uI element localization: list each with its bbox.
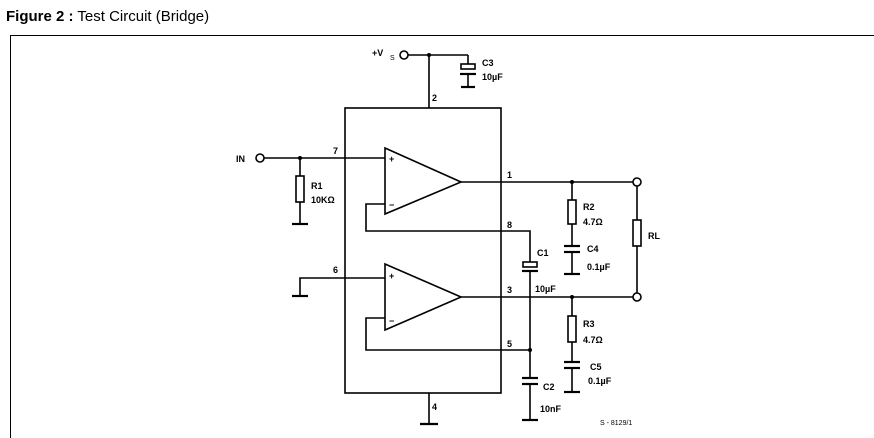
resistor-r3-symbol bbox=[567, 297, 577, 362]
c3-name: C3 bbox=[482, 58, 494, 68]
drawing-code: S - 8129/1 bbox=[600, 420, 632, 427]
c1-value: 10µF bbox=[535, 284, 556, 294]
input-terminal bbox=[255, 153, 265, 163]
supply-terminal bbox=[399, 50, 409, 60]
pin-3-label: 3 bbox=[507, 285, 512, 295]
capacitor-c2-symbol bbox=[522, 295, 538, 422]
capacitor-c4-symbol bbox=[564, 244, 580, 276]
r2-name: R2 bbox=[583, 202, 595, 212]
c2-name: C2 bbox=[543, 382, 555, 392]
resistor-r1-symbol bbox=[292, 158, 308, 226]
pin-6-ground-wire bbox=[292, 277, 385, 297]
capacitor-c1-symbol bbox=[522, 261, 538, 295]
opamp-2-feedback-wire bbox=[365, 317, 530, 351]
pin-1-label: 1 bbox=[507, 170, 512, 180]
rl-name: RL bbox=[648, 231, 660, 241]
opamp-2-plus: + bbox=[389, 271, 394, 281]
capacitor-c5-symbol bbox=[564, 360, 580, 394]
pin-2-label: 2 bbox=[432, 93, 437, 103]
c3-value: 10µF bbox=[482, 72, 503, 82]
opamp-2-triangle bbox=[384, 262, 464, 332]
figure-number: Figure 2 : bbox=[6, 8, 74, 25]
r3-value: 4.7Ω bbox=[583, 335, 603, 345]
figure-caption: Figure 2 : Test Circuit (Bridge) bbox=[6, 8, 209, 25]
supply-wire bbox=[408, 54, 468, 108]
r1-value: 10KΩ bbox=[311, 195, 335, 205]
ic-body bbox=[344, 107, 502, 394]
supply-junction bbox=[427, 53, 431, 57]
supply-subscript: S bbox=[390, 55, 395, 62]
pin-7-label: 7 bbox=[333, 146, 338, 156]
opamp-1-feedback-wire bbox=[365, 203, 531, 262]
r1-name: R1 bbox=[311, 181, 323, 191]
supply-label: +V bbox=[372, 48, 383, 58]
r3-name: R3 bbox=[583, 319, 595, 329]
c4-name: C4 bbox=[587, 244, 599, 254]
opamp-2-minus: − bbox=[389, 316, 394, 326]
output-terminal-2 bbox=[632, 292, 642, 302]
opamp-1-plus: + bbox=[389, 154, 394, 164]
figure-title: Test Circuit (Bridge) bbox=[77, 8, 210, 25]
c5-name: C5 bbox=[590, 362, 602, 372]
resistor-r2-symbol bbox=[567, 182, 577, 246]
r2-value: 4.7Ω bbox=[583, 217, 603, 227]
pin-6-label: 6 bbox=[333, 265, 338, 275]
pin-5-label: 5 bbox=[507, 339, 512, 349]
pin-8-label: 8 bbox=[507, 220, 512, 230]
figure-frame bbox=[10, 35, 874, 438]
c1-name: C1 bbox=[537, 248, 549, 258]
load-resistor-rl-symbol bbox=[632, 186, 642, 293]
opamp-1-triangle bbox=[384, 146, 464, 216]
pin-4-label: 4 bbox=[432, 402, 437, 412]
opamp-1-minus: − bbox=[389, 200, 394, 210]
capacitor-c3-symbol bbox=[460, 55, 476, 89]
c4-value: 0.1µF bbox=[587, 262, 611, 272]
input-label: IN bbox=[236, 154, 245, 164]
c2-value: 10nF bbox=[540, 404, 562, 414]
c5-value: 0.1µF bbox=[588, 376, 612, 386]
output-terminal-1 bbox=[632, 177, 642, 187]
